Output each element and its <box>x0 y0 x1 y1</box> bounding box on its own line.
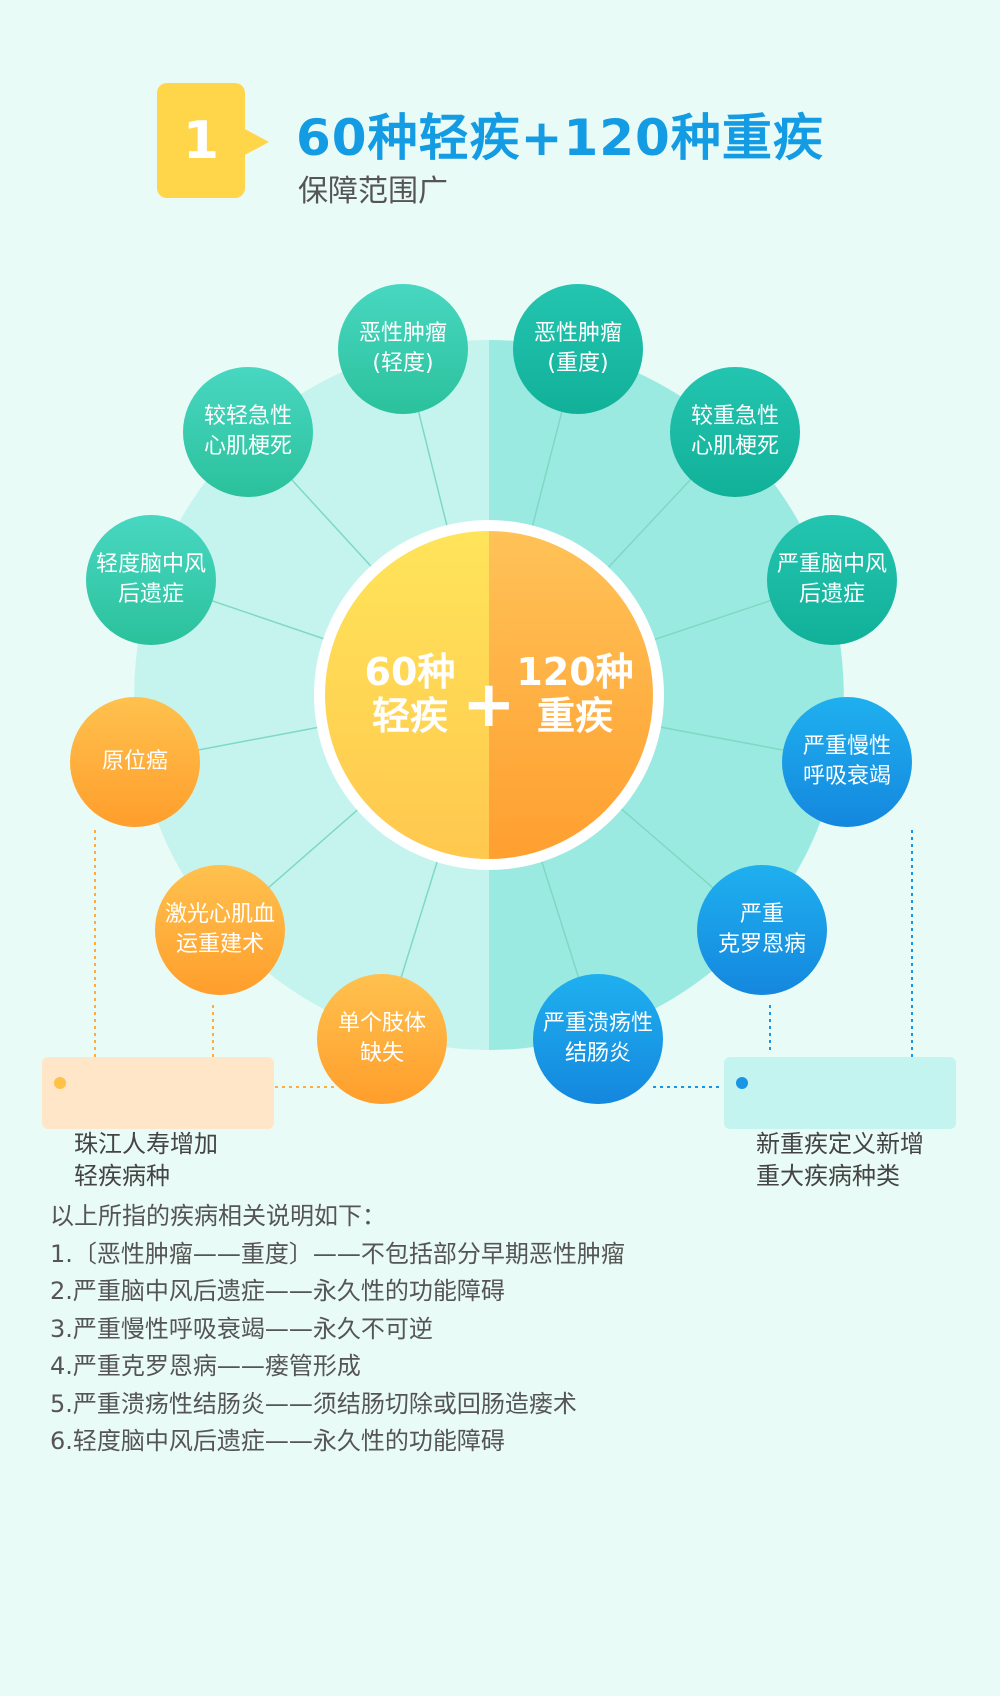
note-item: 1.〔恶性肿瘤——重度〕——不包括部分早期恶性肿瘤 <box>50 1239 625 1268</box>
mild-disease-label: 轻度脑中风 后遗症 <box>95 552 206 607</box>
section-number: 1 <box>182 110 220 171</box>
mild-disease-circle <box>155 865 285 995</box>
center-left-half <box>325 531 489 859</box>
note-item: 5.严重溃疡性结肠炎——须结肠切除或回肠造瘘术 <box>50 1389 577 1418</box>
page-subtitle: 保障范围广 <box>298 174 448 209</box>
mild-legend-dot <box>54 1077 66 1089</box>
mild-disease-circle <box>183 367 313 497</box>
severe-legend-note: 新重疾定义新增 重大疾病种类 <box>724 1057 956 1190</box>
section-number-badge: 1 <box>157 83 269 198</box>
severe-disease-label: 严重 克罗恩病 <box>717 902 806 957</box>
mild-disease-label: 原位癌 <box>101 749 168 775</box>
mild-disease-label: 恶性肿瘤 (轻度) <box>358 321 447 376</box>
severe-legend-text: 新重疾定义新增 重大疾病种类 <box>756 1130 924 1190</box>
severe-disease-circle <box>670 367 800 497</box>
note-item: 6.轻度脑中风后遗症——永久性的功能障碍 <box>50 1427 505 1455</box>
severe-count-label: 120种 重疾 <box>516 650 634 738</box>
severe-disease-circle <box>782 697 912 827</box>
disease-notes: 以上所指的疾病相关说明如下： 1.〔恶性肿瘤——重度〕——不包括部分早期恶性肿瘤… <box>50 1198 625 1461</box>
note-item: 4.严重克罗恩病——瘘管形成 <box>50 1352 361 1380</box>
page-title: 60种轻疾+120种重疾 <box>296 109 824 167</box>
mild-count-label: 60种 轻疾 <box>364 650 456 738</box>
center-right-half <box>489 531 653 859</box>
plus-sign: + <box>462 668 516 742</box>
severe-legend-dot <box>736 1077 748 1089</box>
severe-disease-circle <box>533 974 663 1104</box>
severe-disease-label: 严重慢性 呼吸衰竭 <box>802 734 891 789</box>
mild-legend-note: 珠江人寿增加 轻疾病种 <box>42 1057 274 1190</box>
mild-disease-circle <box>86 515 216 645</box>
note-item: 3.严重慢性呼吸衰竭——永久不可逆 <box>50 1314 433 1343</box>
mild-disease-circle <box>317 974 447 1104</box>
disease-nodes <box>70 284 912 1104</box>
mild-disease-label: 单个肢体 缺失 <box>337 1011 426 1066</box>
mild-disease-circle <box>338 284 468 414</box>
severe-disease-label: 恶性肿瘤 (重度) <box>533 321 622 376</box>
severe-disease-circle <box>513 284 643 414</box>
severe-disease-label: 严重溃疡性 结肠炎 <box>542 1011 653 1066</box>
mild-disease-label: 激光心肌血 运重建术 <box>164 902 275 957</box>
severe-disease-circle <box>697 865 827 995</box>
severe-disease-circle <box>767 515 897 645</box>
mild-disease-circle <box>70 697 200 827</box>
mild-legend-text: 珠江人寿增加 轻疾病种 <box>74 1130 218 1190</box>
note-item: 2.严重脑中风后遗症——永久性的功能障碍 <box>50 1277 505 1305</box>
severe-disease-label: 严重脑中风 后遗症 <box>776 552 887 607</box>
severe-disease-label: 较重急性 心肌梗死 <box>690 404 779 459</box>
mild-disease-label: 较轻急性 心肌梗死 <box>203 404 292 459</box>
notes-intro: 以上所指的疾病相关说明如下： <box>50 1202 386 1230</box>
